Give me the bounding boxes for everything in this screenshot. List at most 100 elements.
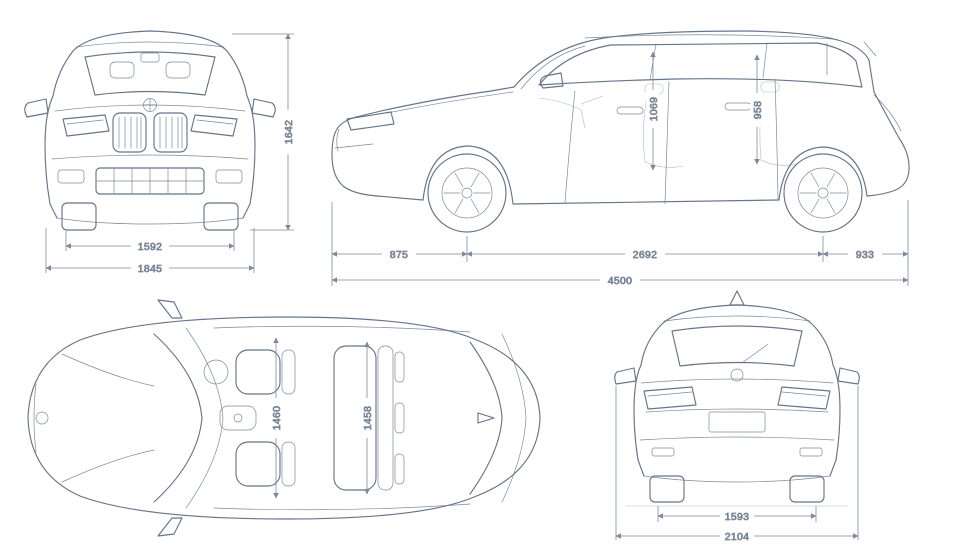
license-plate-recess <box>708 411 766 433</box>
front-wheel-right <box>203 202 239 231</box>
hood-crease <box>386 91 514 114</box>
c-pillar <box>762 42 768 79</box>
front-bumper-line <box>51 154 249 160</box>
front-door-cut <box>564 90 576 204</box>
glasshouse <box>538 42 863 88</box>
antenna-fin-icon <box>729 290 745 306</box>
side-dimensions: 1069 958 875 2692 933 4500 <box>331 51 909 287</box>
rear-bench-seat <box>333 345 405 491</box>
rear-wheel-left <box>649 475 685 503</box>
rear-door-handle <box>724 102 752 111</box>
dim-width-mirrors-label: 2104 <box>725 531 750 543</box>
front-wheel-arch <box>422 145 514 205</box>
tailgate-edge <box>501 333 527 503</box>
front-seat-back <box>643 95 648 163</box>
spoiler-line <box>863 41 877 57</box>
side-car-drawing <box>331 30 910 233</box>
front-view-svg: 1592 1845 1642 <box>24 30 295 275</box>
rear-window <box>671 325 803 367</box>
headlight-right <box>190 114 238 137</box>
side-mirror-left <box>24 98 49 118</box>
dim-front-width-label: 1845 <box>138 263 163 275</box>
dim-wheelbase-label: 2692 <box>633 249 658 261</box>
taillight-right-inner <box>781 391 827 397</box>
bmw-roundel-icon <box>730 368 744 382</box>
front-face-line <box>336 128 340 152</box>
headlight-right-inner <box>196 119 234 125</box>
dim-rear-headroom-label: 958 <box>752 101 764 119</box>
taillight-right <box>777 386 831 410</box>
rear-body-outline <box>633 304 841 477</box>
taillight-left-inner <box>647 391 693 397</box>
rearview-mirror <box>140 52 160 63</box>
roof-rail-top <box>213 325 471 333</box>
rear-wheel-arch <box>778 146 868 201</box>
rear-seat-headrest <box>760 81 780 93</box>
front-bumper-crease <box>334 143 374 149</box>
dim-front-track-label: 1592 <box>138 241 163 253</box>
rear-mirror-left <box>614 367 637 385</box>
antenna-fin-icon <box>477 412 495 424</box>
front-car-drawing <box>24 30 276 231</box>
dim-length-label: 4500 <box>608 275 633 287</box>
rear-mirror-right <box>837 367 860 385</box>
rear-wheel-right <box>789 475 825 503</box>
rear-seat-cushion <box>760 159 798 166</box>
top-car-drawing <box>27 299 541 537</box>
kidney-grille <box>112 112 188 153</box>
dim-rear-track-label: 1593 <box>725 511 750 523</box>
a-pillar-line <box>520 45 586 90</box>
hood-line-bottom <box>61 449 155 483</box>
windshield-top <box>185 327 224 509</box>
reflector-right <box>799 447 823 457</box>
dim-front-headroom-label: 1069 <box>648 97 660 122</box>
front-roofline <box>75 41 225 48</box>
front-body-outline <box>44 30 256 219</box>
headrest-right <box>165 61 191 79</box>
mirror-bottom <box>157 517 183 537</box>
side-mirror-right <box>251 98 276 118</box>
taillight-left <box>643 386 697 410</box>
top-dimensions: 1460 1458 <box>269 337 374 499</box>
front-lower-intake <box>95 167 205 195</box>
headrest-left <box>109 61 135 79</box>
rear-wiper <box>741 343 769 364</box>
door-mirror <box>539 72 564 89</box>
side-headlight <box>346 111 395 131</box>
dim-rear-overhang-label: 933 <box>856 249 874 261</box>
side-view-svg: 1069 958 875 2692 933 4500 <box>331 30 910 287</box>
front-bumper-inner <box>33 383 37 453</box>
mid-door-cut <box>664 81 670 205</box>
headlight-left <box>62 114 110 137</box>
reflector-left <box>651 447 675 457</box>
rear-beltline <box>640 378 834 384</box>
rear-bumper-line <box>639 436 835 441</box>
windshield-base <box>153 333 203 503</box>
rear-door-cut <box>774 78 779 200</box>
headlight-left-inner <box>66 119 104 125</box>
side-intake-left <box>57 169 85 184</box>
front-wheel-left <box>61 202 97 231</box>
rear-wheel <box>783 153 863 233</box>
intake-grid <box>96 168 204 194</box>
dashboard-line <box>538 97 586 129</box>
front-lower-body <box>376 195 424 201</box>
side-body-outline <box>331 30 910 197</box>
dim-front-interior-width-label: 1460 <box>271 406 283 431</box>
front-dimensions: 1592 1845 1642 <box>45 33 295 275</box>
taillight-line <box>873 94 902 132</box>
rear-car-drawing <box>614 290 860 507</box>
front-wheel-spokes <box>443 172 491 214</box>
front-windshield <box>84 51 216 96</box>
rear-view-svg: 1593 2104 <box>614 290 860 543</box>
rear-roofline <box>663 315 811 322</box>
bmw-roundel-icon <box>35 411 49 425</box>
rear-window-line <box>469 341 503 495</box>
dim-front-height-label: 1642 <box>283 120 295 145</box>
roof-rail <box>584 34 834 40</box>
top-view-svg: 1460 1458 <box>27 299 541 537</box>
front-seat-cushion <box>644 161 684 168</box>
tailgate-crease <box>645 408 829 413</box>
steering-wheel <box>203 359 229 385</box>
